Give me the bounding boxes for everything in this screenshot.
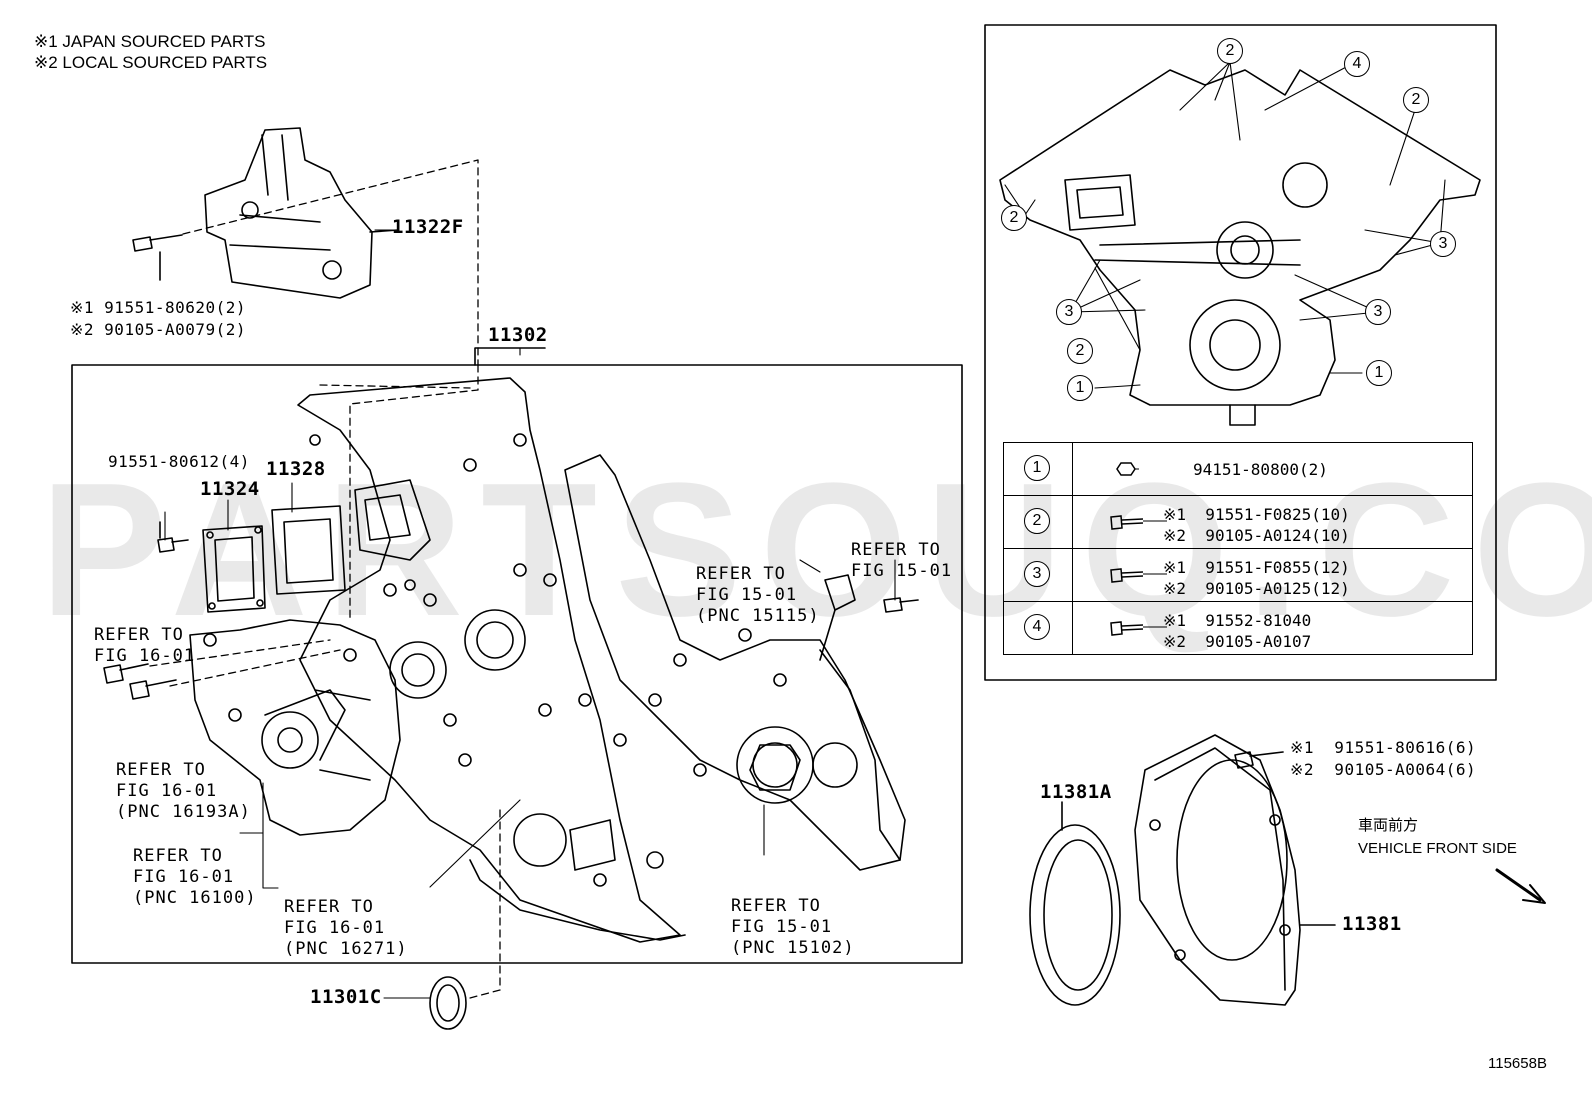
label-bolt-top-1: ※1 91551-80620(2) <box>70 298 247 317</box>
cover-outline-detail <box>999 69 1481 426</box>
bolt-table-row: 2 ※1 91551-F0825(10)※2 90105-A0124(10) <box>1003 495 1473 549</box>
bolt-key-cell: 2 <box>1003 495 1073 549</box>
label-11301c: 11301C <box>310 986 382 1008</box>
marker-2-left: 2 <box>1001 205 1027 231</box>
bolt-key-cell: 4 <box>1003 601 1073 655</box>
bolt-value-cell: 94151-80800(2) <box>1072 442 1473 496</box>
bolt-value-cell: ※1 91551-F0855(12)※2 90105-A0125(12) <box>1072 548 1473 602</box>
marker-1-left: 1 <box>1067 375 1093 401</box>
label-front-side-en: VEHICLE FRONT SIDE <box>1358 840 1517 857</box>
bolt-table-row: 1 94151-80800(2) <box>1003 442 1473 496</box>
bolt-part-2: ※1 91551-F0825(10)※2 90105-A0124(10) <box>1163 505 1350 545</box>
bolt-key-2: 2 <box>1024 508 1050 534</box>
bolt-icon <box>1110 568 1167 583</box>
marker-3-right: 3 <box>1365 299 1391 325</box>
bolt-key-cell: 1 <box>1003 442 1073 496</box>
bolt-table-row: 4 ※1 91552-81040※2 90105-A0107 <box>1003 601 1473 655</box>
bolt-part-3: ※1 91551-F0855(12)※2 90105-A0125(12) <box>1163 558 1350 598</box>
marker-3-left: 3 <box>1056 299 1082 325</box>
marker-2-right: 2 <box>1403 87 1429 113</box>
bolt-value-cell: ※1 91551-F0825(10)※2 90105-A0124(10) <box>1072 495 1473 549</box>
figure-id: 115658B <box>1488 1055 1547 1072</box>
label-bolt-top-2: ※2 90105-A0079(2) <box>70 320 247 339</box>
label-11381: 11381 <box>1342 913 1402 935</box>
marker-2-low: 2 <box>1067 338 1093 364</box>
bracket-11322f-drawing <box>204 127 399 299</box>
bolt-bracket <box>132 234 183 281</box>
bolt-icon <box>1110 515 1167 530</box>
seal-retainer-11381-drawing <box>1134 734 1301 1006</box>
marker-2-top: 2 <box>1217 38 1243 64</box>
bolt-key-4: 4 <box>1024 614 1050 640</box>
oil-seal-11381a-drawing <box>1029 824 1121 1006</box>
gasket-11328-drawing <box>271 505 346 595</box>
label-11328: 11328 <box>266 458 326 480</box>
label-seal-bolt-2: ※2 90105-A0064(6) <box>1290 760 1477 779</box>
label-seal-bolt-1: ※1 91551-80616(6) <box>1290 738 1477 757</box>
label-11324: 11324 <box>200 478 260 500</box>
bolt-table: 1 94151-80800(2) 2 ※1 91551-F0825(10)※2 … <box>1003 442 1473 655</box>
marker-3-right-top: 3 <box>1430 231 1456 257</box>
label-11302: 11302 <box>488 324 548 346</box>
bolt-part-1: 94151-80800(2) <box>1193 460 1328 479</box>
bolt-part-4: ※1 91552-81040※2 90105-A0107 <box>1163 611 1312 651</box>
marker-1-right: 1 <box>1366 360 1392 386</box>
bolt-key-3: 3 <box>1024 561 1050 587</box>
label-11322f: 11322F <box>392 216 464 238</box>
label-front-side-jp: 車両前方 <box>1358 817 1419 834</box>
nut-icon <box>1116 462 1139 476</box>
marker-4: 4 <box>1344 51 1370 77</box>
note-japan-sourced: ※1 JAPAN SOURCED PARTS <box>34 32 266 51</box>
note-local-sourced: ※2 LOCAL SOURCED PARTS <box>34 53 268 72</box>
gasket-11324-drawing <box>202 525 266 613</box>
bolt-table-row: 3 ※1 91551-F0855(12)※2 90105-A0125(12) <box>1003 548 1473 602</box>
bolt-value-cell: ※1 91552-81040※2 90105-A0107 <box>1072 601 1473 655</box>
bolt-icon <box>1110 621 1167 636</box>
label-11381a: 11381A <box>1040 781 1112 803</box>
label-91551-80612: 91551-80612(4) <box>108 452 250 471</box>
bolt-key-cell: 3 <box>1003 548 1073 602</box>
bolt-key-1: 1 <box>1024 455 1050 481</box>
water-pump-drawing <box>189 619 401 836</box>
